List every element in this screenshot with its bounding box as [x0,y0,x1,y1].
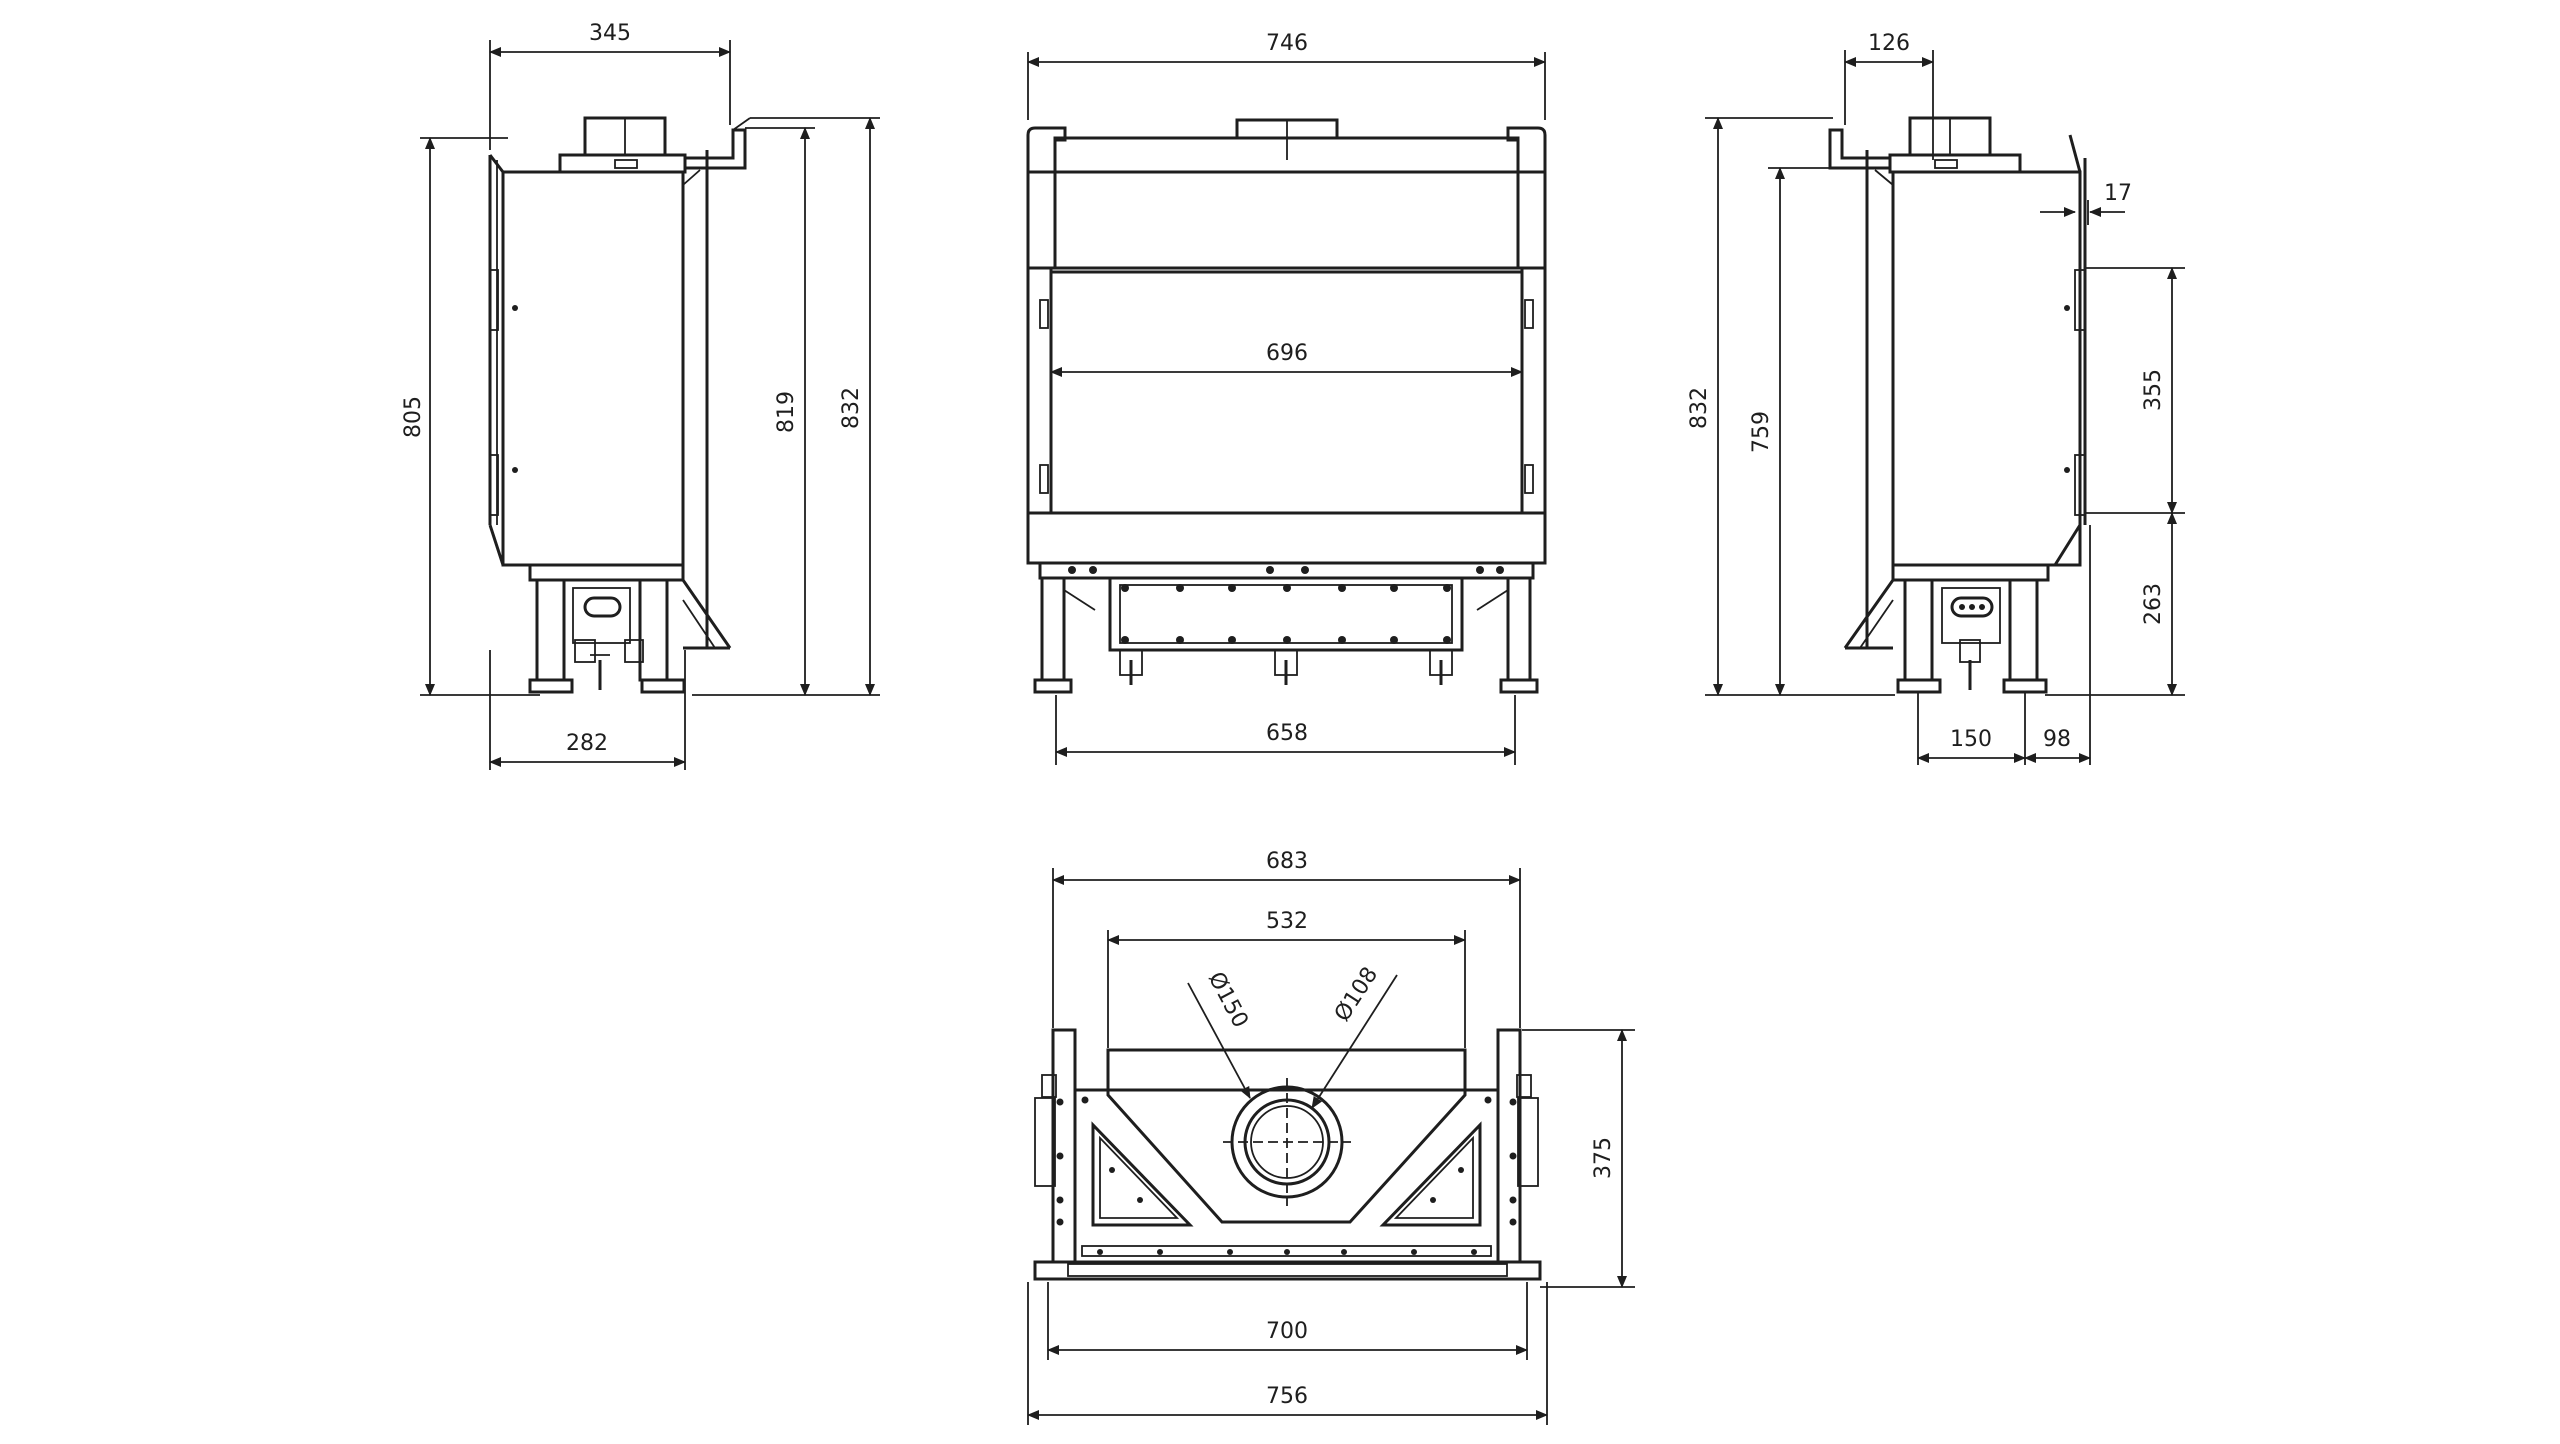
front-dim-feet-width: 658 [1266,721,1308,746]
top-dim-overall-width: 756 [1266,1384,1308,1409]
left-dim-top-width: 345 [589,21,631,46]
right-dim-panel-offset: 17 [2104,181,2132,206]
front-glass-opening [1049,270,1524,515]
top-view: Ø150 Ø108 683 532 375 700 756 [1027,849,1635,1425]
right-dim-feet-spacing: 150 [1950,727,1992,752]
top-dim-inner-width: 532 [1266,909,1308,934]
right-dim-top-flue: 126 [1868,31,1910,56]
left-dim-height-inner: 819 [774,391,799,433]
right-dim-height-inner: 759 [1749,411,1774,453]
top-dim-flue-inner: Ø108 [1330,963,1383,1026]
right-dim-feet-offset: 98 [2043,727,2071,752]
left-side-view: 345 282 805 819 832 [401,21,880,770]
top-dim-outer-width: 683 [1266,849,1308,874]
front-bolts [1068,566,1504,644]
top-dim-depth: 375 [1591,1137,1616,1179]
right-dim-lower-section: 263 [2141,583,2166,625]
top-hopper [1106,1048,1467,1224]
front-dim-top-width: 746 [1266,31,1308,56]
right-side-view: 126 17 832 759 355 263 150 98 [1687,31,2185,765]
left-body-panel [501,170,685,567]
top-bolts [1056,1096,1517,1255]
left-dim-height-outer: 832 [839,387,864,429]
left-dim-height-left: 805 [401,396,426,438]
top-dim-flue-outer: Ø150 [1203,968,1253,1032]
front-view: 746 696 658 [1026,31,1547,765]
right-dim-height-outer: 832 [1687,387,1712,429]
top-dim-base-width: 700 [1266,1319,1308,1344]
left-dim-bottom-width: 282 [566,731,608,756]
front-dim-opening-width: 696 [1266,341,1308,366]
right-dim-upper-section: 355 [2141,369,2166,411]
right-body-panel [1891,170,2082,567]
